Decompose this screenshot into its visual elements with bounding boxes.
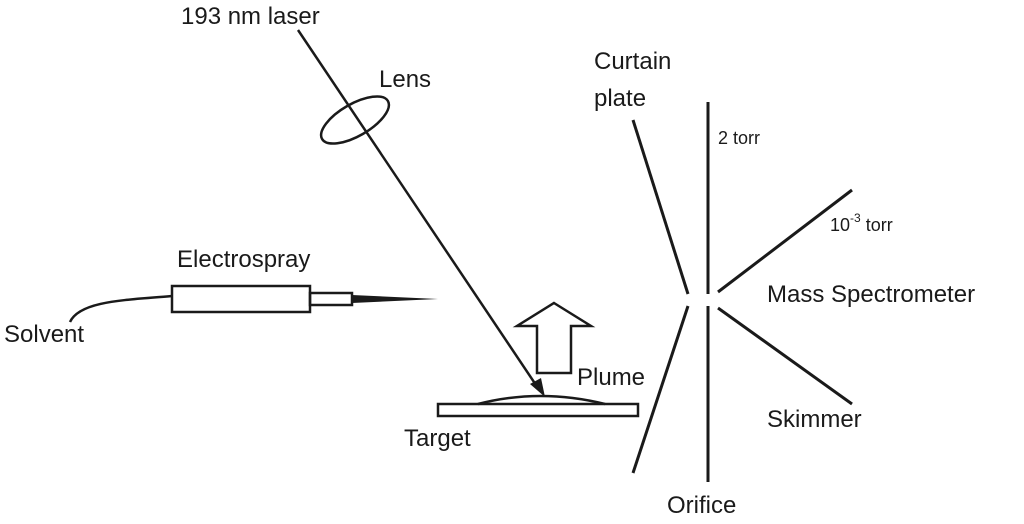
electrospray-label: Electrospray [177, 246, 310, 273]
target-label: Target [404, 425, 471, 452]
mass-spectrometer-label: Mass Spectrometer [767, 281, 975, 308]
solvent-tube [68, 294, 173, 323]
pressure-low-unit: torr [861, 215, 893, 235]
pressure-low-exponent: -3 [850, 211, 861, 225]
laser-label: 193 nm laser [181, 3, 320, 30]
curtain-plate-label-line1: Curtain [594, 48, 671, 75]
pressure-low-base: 10 [830, 215, 850, 235]
lens-label: Lens [379, 66, 431, 93]
laser-arrowhead [530, 378, 545, 397]
laser-beam [296, 29, 540, 389]
skimmer-label: Skimmer [767, 406, 862, 433]
electrospray-body [170, 284, 312, 314]
skimmer-upper [717, 188, 853, 294]
plume-arrow [512, 301, 596, 375]
lens-shape [319, 95, 391, 145]
plume-label: Plume [577, 364, 645, 391]
solvent-label: Solvent [4, 321, 84, 348]
curtain-plate-label-line2: plate [594, 85, 646, 112]
target-plate [436, 402, 640, 418]
skimmer-lower [717, 306, 853, 406]
curtain-plate-upper [631, 119, 690, 295]
electrospray-needle [352, 295, 438, 303]
pressure-high-label: 2 torr [718, 128, 760, 148]
sample-droplet [477, 394, 606, 406]
orifice-label: Orifice [667, 492, 736, 519]
curtain-plate-lower [631, 305, 690, 474]
electrospray-capillary [308, 291, 354, 307]
pressure-low-label: 10-3 torr [830, 211, 893, 235]
